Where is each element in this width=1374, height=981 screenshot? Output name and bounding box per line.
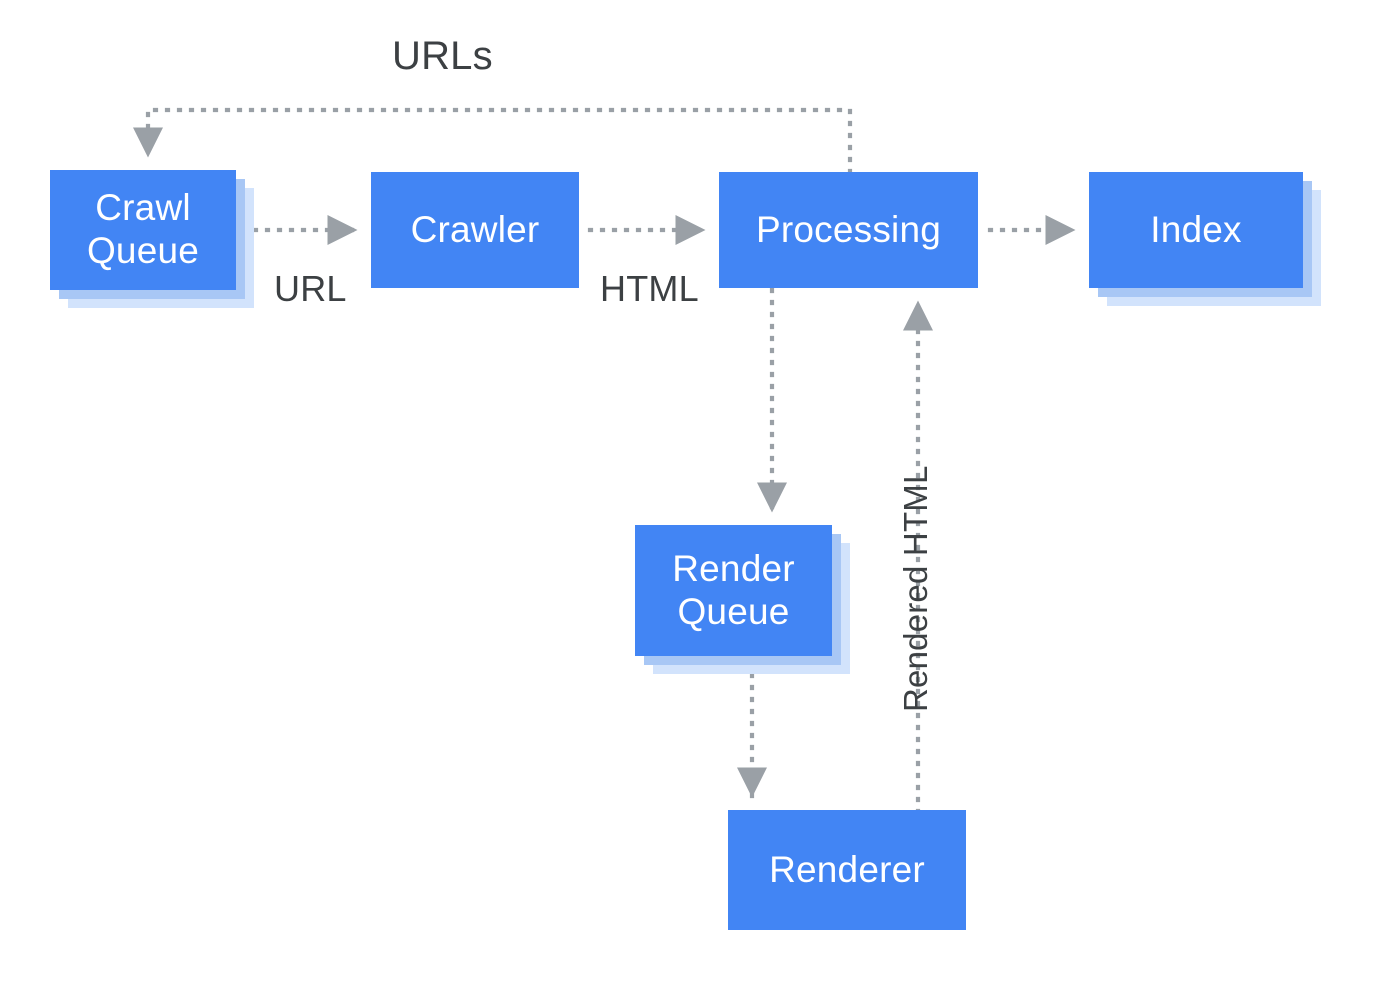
node-body: [719, 172, 978, 288]
node-body: [1089, 172, 1303, 288]
node-renderer[interactable]: Renderer: [728, 810, 966, 930]
node-crawl-queue[interactable]: Crawl Queue: [50, 170, 254, 308]
node-body: [728, 810, 966, 930]
node-body: [50, 170, 236, 290]
node-index[interactable]: Index: [1089, 172, 1321, 306]
node-crawler[interactable]: Crawler: [371, 172, 579, 288]
node-body: [635, 525, 832, 656]
edge-processing-to-crawl-queue: [132, 107, 853, 175]
edge-label-html: HTML: [600, 268, 699, 309]
edge-label-url: URL: [274, 268, 347, 309]
edge-label-urls: URLs: [392, 34, 493, 78]
edge-label-rendered-html: Rendered HTML: [897, 465, 934, 712]
node-processing[interactable]: Processing: [719, 172, 978, 288]
node-render-queue[interactable]: Render Queue: [635, 525, 850, 674]
node-body: [371, 172, 579, 288]
